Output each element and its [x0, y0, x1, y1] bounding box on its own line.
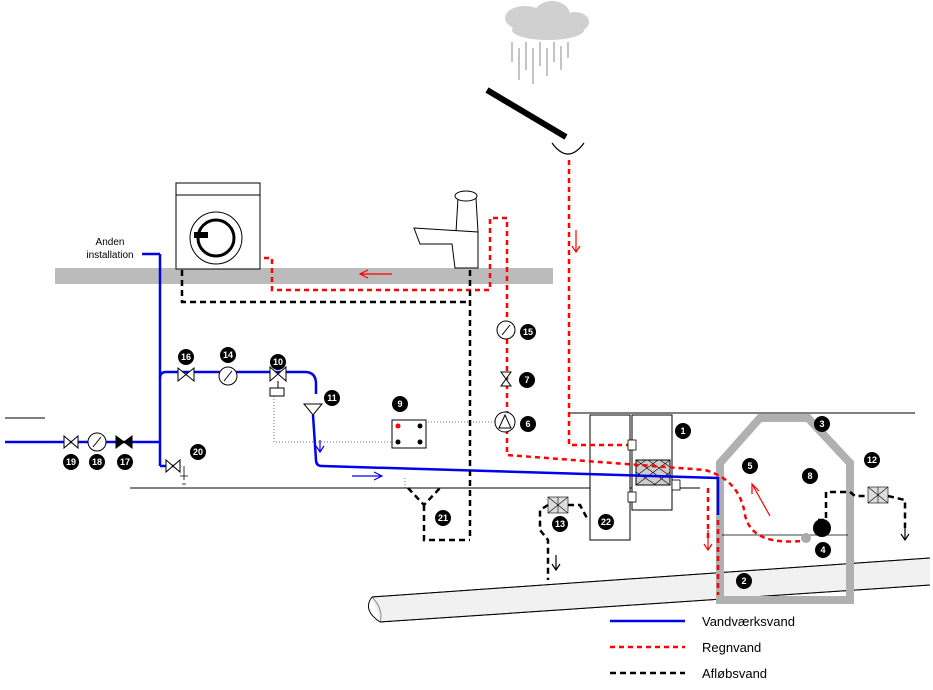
svg-text:4: 4	[820, 545, 825, 555]
marker-2: 2	[736, 573, 752, 589]
tank-inlet-pipes	[627, 439, 681, 503]
filter-icon	[635, 459, 671, 486]
legend-label-waste: Afløbsvand	[702, 666, 767, 681]
svg-text:19: 19	[66, 457, 76, 467]
marker-14: 14	[220, 347, 236, 363]
svg-text:18: 18	[92, 457, 102, 467]
marker-19: 19	[63, 454, 79, 470]
svg-text:5: 5	[747, 461, 752, 471]
toilet-icon	[413, 190, 479, 269]
ground-lines	[5, 412, 915, 489]
marker-12: 12	[864, 452, 880, 468]
svg-text:20: 20	[193, 447, 203, 457]
mains-water-lines	[5, 252, 720, 515]
float-pump-4	[813, 519, 831, 537]
marker-5: 5	[742, 458, 758, 474]
svg-text:9: 9	[397, 399, 402, 409]
svg-text:8: 8	[807, 471, 812, 481]
marker-9: 9	[392, 396, 408, 412]
marker-4: 4	[815, 542, 831, 558]
marker-3: 3	[814, 416, 830, 432]
marker-8: 8	[802, 468, 818, 484]
pump-icon	[494, 411, 516, 433]
legend-label-rain: Regnvand	[702, 640, 761, 655]
marker-13: 13	[552, 516, 568, 532]
other-installation-label-1: Anden	[96, 237, 125, 248]
marker-10: 10	[270, 354, 286, 370]
svg-text:15: 15	[523, 327, 533, 337]
svg-text:17: 17	[120, 457, 130, 467]
valve-icon-7	[500, 371, 512, 387]
svg-text:1: 1	[680, 426, 685, 436]
valve-icon-17	[115, 435, 133, 449]
svg-text:10: 10	[273, 357, 283, 367]
svg-text:14: 14	[223, 350, 233, 360]
legend: Vandværksvand Regnvand Afløbsvand	[610, 614, 795, 681]
filter-chamber	[589, 414, 673, 541]
cistern-tank	[716, 414, 854, 604]
control-wires	[273, 396, 496, 488]
legend-label-mains: Vandværksvand	[702, 614, 795, 629]
marker-1: 1	[675, 423, 691, 439]
flow-arrow-blue	[352, 471, 384, 481]
waste-water-lines	[180, 270, 907, 580]
valve-icon-20	[165, 458, 181, 474]
svg-text:22: 22	[601, 517, 611, 527]
flow-arrow-red-left	[358, 269, 392, 279]
marker-7: 7	[519, 372, 535, 388]
roof	[485, 87, 568, 140]
other-installation-label-2: installation	[86, 250, 133, 261]
meter-icon-15	[496, 320, 516, 340]
marker-21: 21	[435, 510, 451, 526]
marker-17: 17	[117, 454, 133, 470]
marker-20: 20	[190, 444, 206, 460]
cloud-icon	[505, 1, 589, 84]
marker-15: 15	[520, 324, 536, 340]
filter-icon-12	[867, 486, 889, 504]
svg-text:2: 2	[741, 576, 746, 586]
gutter	[551, 142, 585, 155]
valve-icon-19	[63, 434, 79, 450]
filter-icon-13	[547, 496, 569, 514]
marker-11: 11	[324, 390, 340, 406]
svg-text:12: 12	[867, 455, 877, 465]
marker-22: 22	[598, 514, 614, 530]
funnel-icon-11	[302, 403, 324, 416]
marker-6: 6	[520, 416, 536, 432]
marker-16: 16	[178, 349, 194, 365]
valve-icon-10	[269, 365, 287, 383]
svg-text:21: 21	[438, 513, 448, 523]
svg-text:6: 6	[525, 419, 530, 429]
svg-text:11: 11	[327, 393, 337, 403]
marker-18: 18	[89, 454, 105, 470]
svg-text:3: 3	[819, 419, 824, 429]
svg-text:7: 7	[524, 375, 529, 385]
number-markers: 1 2 3 4 5 6 7 8 9 10 11 12 13 14 15 16 1…	[63, 324, 880, 589]
svg-text:13: 13	[555, 519, 565, 529]
washing-machine-icon	[175, 182, 261, 270]
meter-icon-18	[87, 432, 107, 452]
valve-icon-16	[177, 366, 195, 383]
floor-slab	[55, 268, 553, 284]
svg-text:16: 16	[181, 352, 191, 362]
rain-water-lines	[264, 160, 811, 595]
meter-icon-14	[218, 366, 238, 386]
